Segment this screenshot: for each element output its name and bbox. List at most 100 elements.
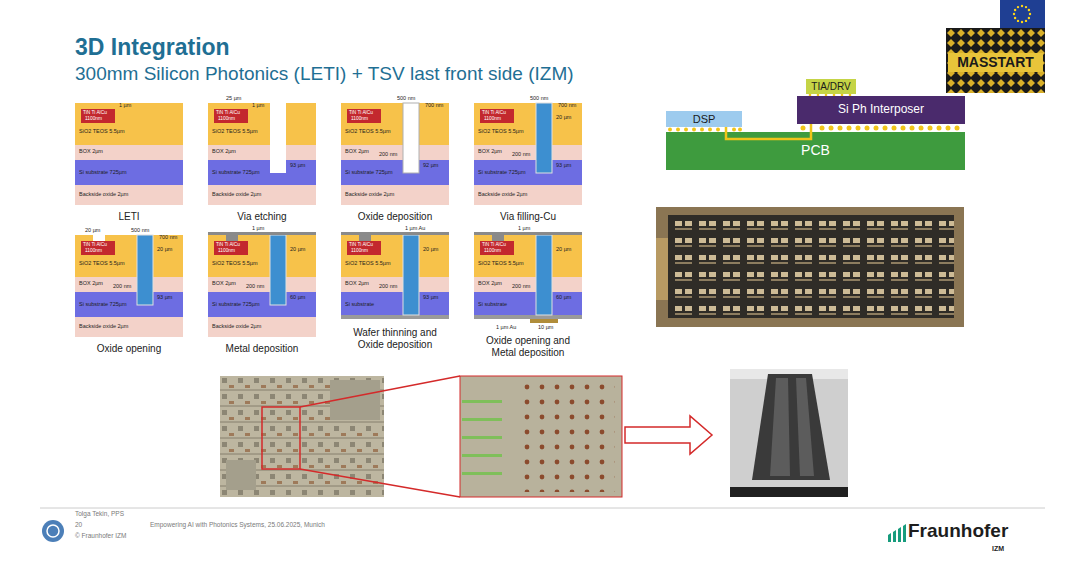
layer-label: BOX 2µm	[478, 281, 502, 287]
via-liner	[403, 103, 419, 173]
illustration-part	[1029, 13, 1031, 15]
illustration-part	[838, 126, 843, 131]
metal-stack-label: TiN Ti AlCu	[349, 111, 373, 116]
illustration-part	[1014, 9, 1016, 11]
footer-copyright: © Fraunhofer IZM	[75, 533, 126, 540]
metal-stack-label: TiN Ti AlCu	[482, 243, 506, 248]
tsv-array	[520, 380, 615, 492]
copper-via	[403, 235, 419, 315]
step-caption: Oxide deposition	[341, 211, 449, 223]
illustration-part	[462, 436, 502, 439]
layer-label: SiO2 TEOS 5.5µm	[345, 129, 391, 135]
sem-databar	[730, 487, 848, 497]
dimension-label: 93 µm	[157, 295, 172, 301]
illustration-part	[946, 126, 951, 131]
dimension-label: 1 µm	[518, 226, 530, 232]
dimension-label: 500 nm	[530, 96, 548, 102]
illustration-part	[462, 472, 502, 475]
illustration-part	[910, 126, 915, 131]
pad-array	[668, 215, 954, 318]
dimension-label: 60 µm	[290, 295, 305, 301]
interposer-box: Si Ph Interposer	[797, 96, 965, 124]
dimension-label: 1 µm	[252, 103, 264, 109]
cross-section	[474, 235, 582, 319]
footer-event: Empowering AI with Photonics Systems, 25…	[150, 522, 325, 529]
layer-label: BOX 2µm	[212, 149, 236, 155]
illustration-part	[1017, 6, 1019, 8]
layer-label: BOX 2µm	[478, 149, 502, 155]
copper-via	[137, 235, 153, 305]
dimension-label: 1 µm Au	[405, 226, 425, 232]
waveguides	[462, 400, 502, 475]
layer-label: BOX 2µm	[345, 281, 369, 287]
illustration-part	[1021, 5, 1023, 7]
cross-section	[75, 235, 183, 337]
illustration-part	[874, 126, 879, 131]
metal-layer	[208, 232, 316, 235]
layer-label: Si substrate	[345, 302, 374, 308]
layer-label: BOX 2µm	[212, 281, 236, 287]
dimension-label: 20 µm	[556, 115, 571, 121]
layer-label: BOX 2µm	[79, 281, 103, 287]
layer-label: Backside oxide 2µm	[345, 192, 394, 198]
layer-label: Backside oxide 2µm	[79, 324, 128, 330]
block-arrow	[625, 416, 712, 454]
metal-stack-label: 1100nm	[218, 249, 235, 254]
illustration-part	[732, 128, 736, 132]
dimension-label: 10 µm	[538, 325, 553, 331]
metal-stack-label: TiN Ti AlCu	[349, 243, 373, 248]
layer-label: Si substrate 725µm	[212, 170, 260, 176]
tsv-fill	[770, 378, 790, 476]
via-trench	[270, 103, 286, 173]
layer-label: Si substrate 725µm	[478, 170, 526, 176]
layer-label: Backside oxide 2µm	[212, 192, 261, 198]
layer-label: SiO2 TEOS 5.5µm	[478, 129, 524, 135]
step-caption: Via filling-Cu	[474, 211, 582, 223]
dimension-label: 93 µm	[556, 163, 571, 169]
illustration-part	[1028, 9, 1030, 11]
dimension-label: 700 nm	[558, 103, 576, 109]
metal-stack-label: 1100nm	[85, 249, 102, 254]
sem-image	[730, 369, 848, 497]
tsv-fill	[796, 378, 814, 476]
dimension-label: 200 nm	[246, 284, 264, 290]
illustration-part	[856, 126, 861, 131]
metal-stack-label: 1100nm	[351, 117, 368, 122]
cross-section	[341, 103, 449, 205]
illustration-part	[801, 126, 806, 131]
board-box: PCB	[666, 132, 965, 170]
zoom-line	[300, 469, 460, 497]
metal-stack-label: TiN Ti AlCu	[83, 111, 107, 116]
dimension-label: 200 nm	[379, 152, 397, 158]
metal-layer	[341, 232, 449, 235]
illustration-part	[738, 128, 742, 132]
layout-block	[226, 460, 256, 490]
project-logo	[946, 28, 1045, 93]
layer-label: Si substrate 725µm	[79, 302, 127, 308]
footer-author: Tolga Tekin, PPS	[75, 511, 124, 518]
eu-flag	[1000, 0, 1045, 28]
illustration-part	[708, 128, 712, 132]
layer-label: BOX 2µm	[79, 149, 103, 155]
dimension-label: 20 µm	[290, 247, 305, 253]
eu-stars	[1013, 5, 1031, 23]
copper-via	[270, 235, 286, 305]
cross-section	[208, 103, 316, 205]
page-number: 20	[75, 522, 82, 529]
dimension-label: 20 µm	[157, 247, 172, 253]
layer-label: Si substrate 725µm	[212, 302, 260, 308]
project-logo-text: MASSTART	[948, 55, 1043, 69]
metal-stack-label: TiN Ti AlCu	[216, 111, 240, 116]
illustration-part	[901, 126, 906, 131]
dimension-label: 92 µm	[423, 163, 438, 169]
dimension-label: 60 µm	[556, 295, 571, 301]
chip-photo	[656, 207, 964, 327]
illustration-part	[462, 400, 502, 403]
cross-section	[75, 103, 183, 205]
logo-banner	[948, 53, 1043, 72]
metal-layer	[474, 232, 582, 235]
illustration-part	[684, 128, 688, 132]
wire-bonds	[656, 238, 670, 300]
